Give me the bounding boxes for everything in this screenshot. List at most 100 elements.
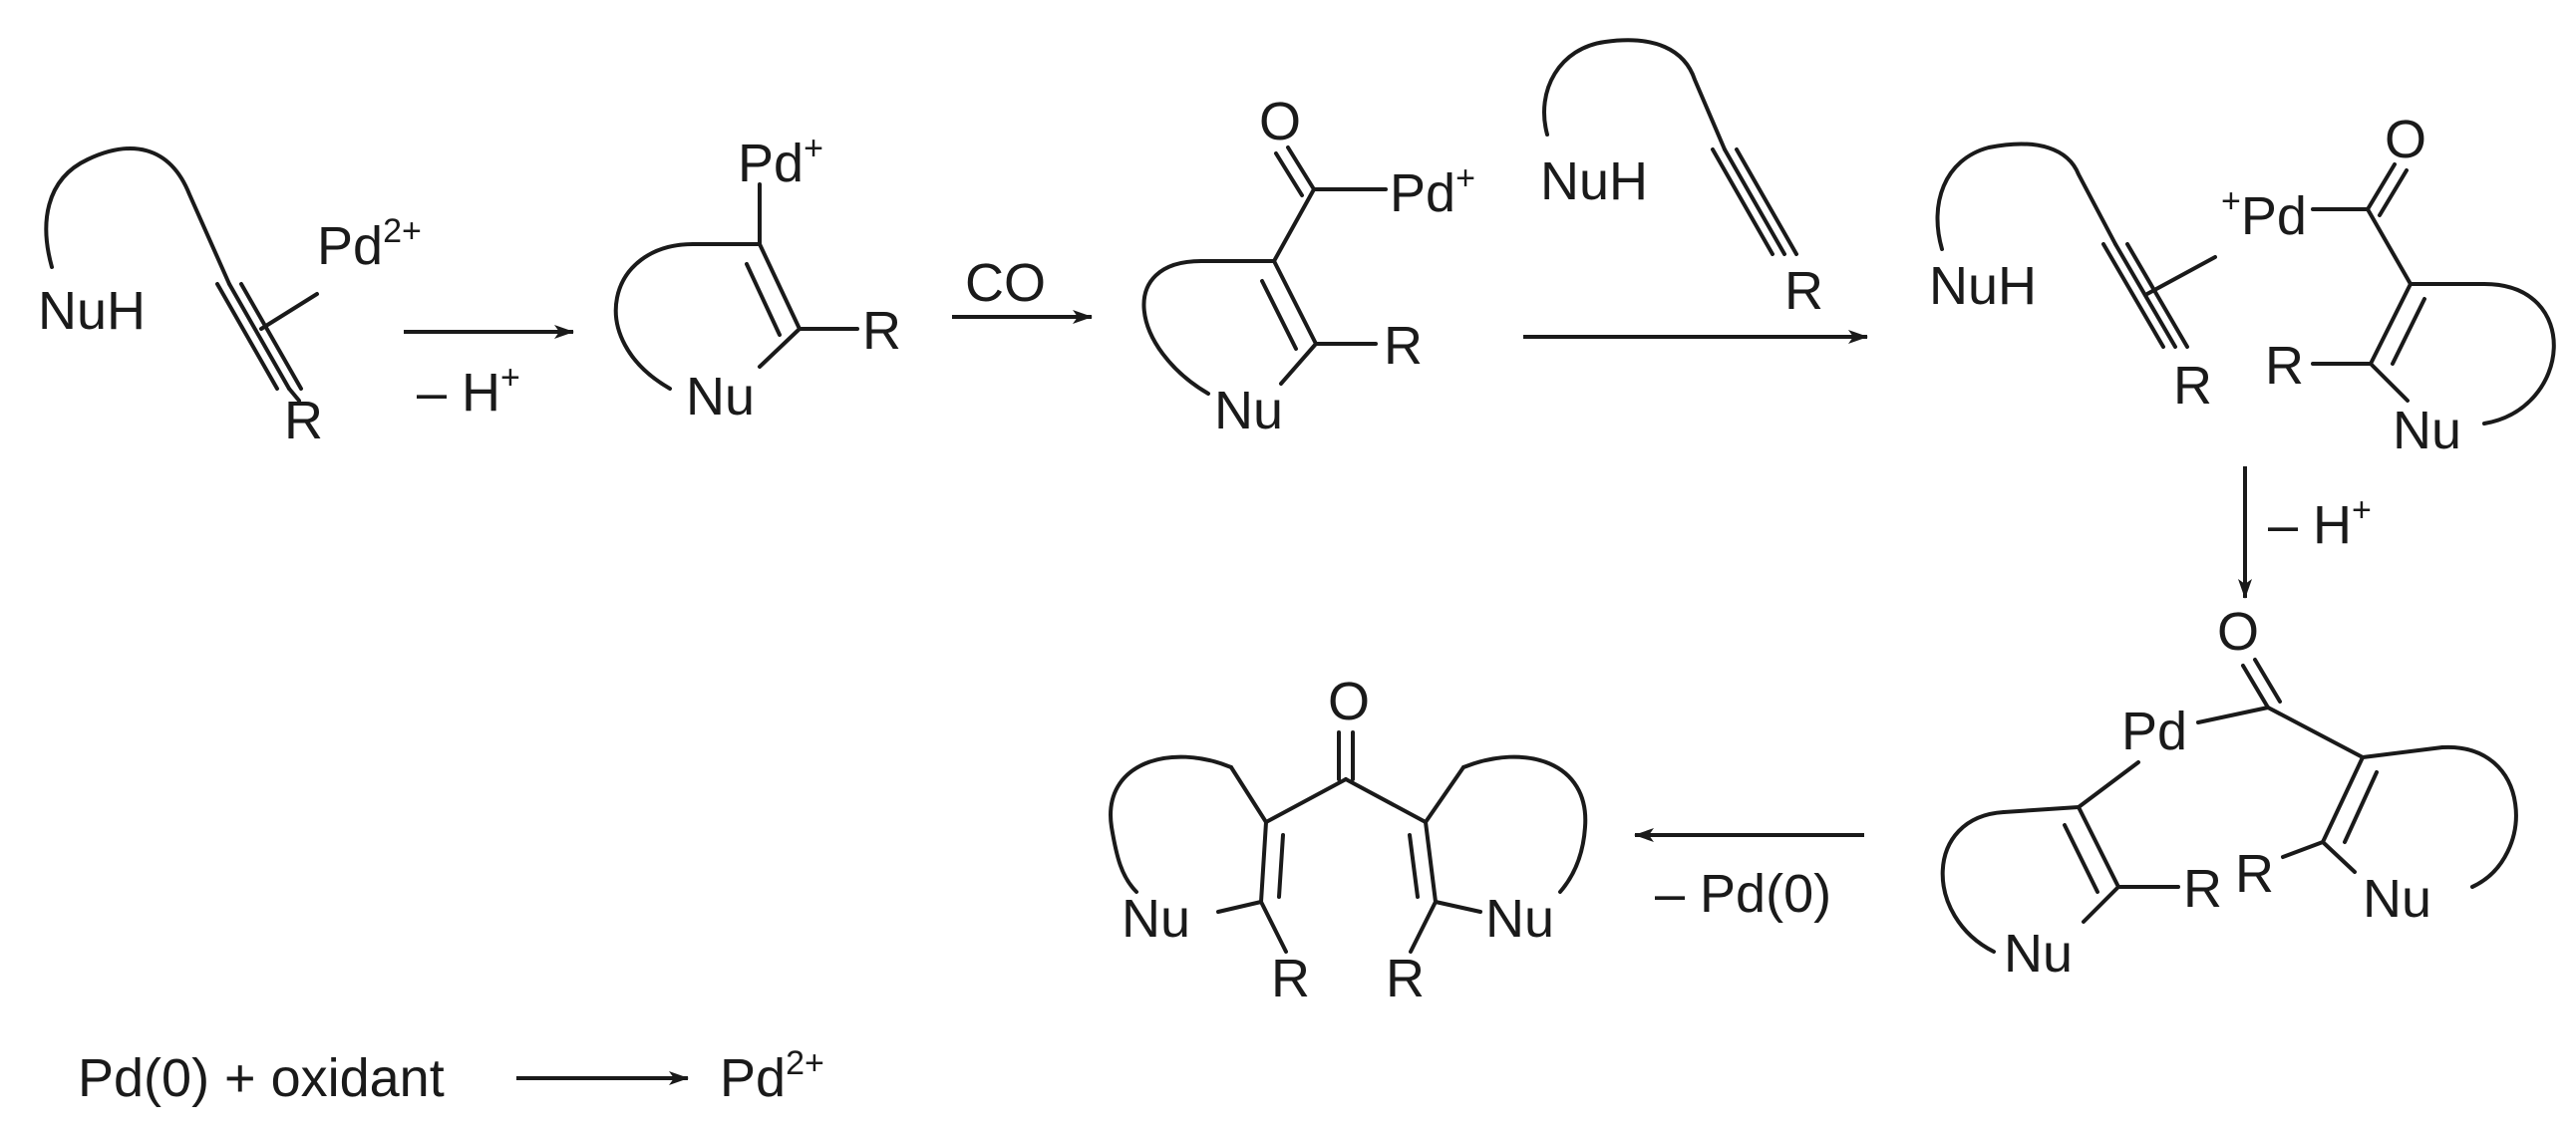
cc-double-bond-1 <box>758 242 802 331</box>
c-c-right-bond <box>1344 777 1428 824</box>
ring-tether <box>2482 282 2556 426</box>
pd-label: Pd <box>2121 702 2187 761</box>
cc-double-bond-2 <box>745 262 782 337</box>
co-double-bond-1 <box>2366 162 2397 211</box>
nuh-label: NuH <box>1540 151 1648 211</box>
regeneration-reactants: Pd(0) + oxidant <box>78 1048 445 1108</box>
co-double-bond-2 <box>2253 658 2282 704</box>
pd-label: Pd2+ <box>317 212 422 276</box>
pd-label: Pd+ <box>1390 159 1475 223</box>
co-double-bond-1 <box>2241 664 2270 709</box>
ring-tether <box>613 242 695 391</box>
c-c-left-bond <box>1264 777 1348 824</box>
nuh-label: NuH <box>1929 256 2037 316</box>
plus-charge: + <box>500 359 520 397</box>
arrow-label-minus-h: – H+ <box>417 359 520 423</box>
structure-second-alkyne: NuH R <box>1540 38 1823 321</box>
r-label: R <box>2173 356 2212 416</box>
nu-label: Nu <box>686 367 755 426</box>
c-nu-bond <box>1216 900 1263 914</box>
pd-charge: + <box>2221 182 2241 220</box>
r-label: R <box>2183 859 2222 919</box>
tether-bond <box>1935 142 2117 251</box>
c-c-bond <box>1272 187 1316 263</box>
arrow-label-minus-pd0: – Pd(0) <box>1655 864 1831 924</box>
o-label: O <box>2217 602 2259 662</box>
pd-symbol: Pd <box>738 134 804 193</box>
c-nu-bond <box>1434 900 1482 914</box>
structure-bisvinyl-acyl-palladium: Pd O R Nu R Nu <box>1940 602 2518 984</box>
co-double-bond-2 <box>1274 151 1304 197</box>
ring-ch2-bond <box>1229 765 1268 824</box>
c-nu-bond <box>1279 342 1318 386</box>
cc-double-bond-1 <box>1272 259 1318 346</box>
cc-double-bond-2 <box>2343 770 2379 844</box>
acyl-c-c-bond <box>2266 706 2365 759</box>
cc-double-bond-1 <box>1424 820 1438 904</box>
cc-double-bond-1 <box>1259 820 1268 904</box>
cc-double-bond-2 <box>2391 297 2426 366</box>
r-label: R <box>1384 316 1423 376</box>
ring-tether <box>1141 259 1210 396</box>
co-double-bond-1 <box>1286 145 1316 191</box>
ring-tether <box>1940 810 2006 954</box>
pd-label: Pd+ <box>738 130 823 193</box>
catalyst-regeneration: Pd(0) + oxidant Pd2+ <box>78 1044 824 1108</box>
pd-symbol: Pd <box>2241 186 2307 246</box>
pd-charge: + <box>804 130 823 167</box>
arrow-label-minus-h: – H+ <box>2268 491 2372 555</box>
pd-label: +Pd <box>2221 182 2307 246</box>
nu-label: Nu <box>1214 381 1283 440</box>
pd-charge: 2+ <box>786 1044 824 1082</box>
pd-symbol: Pd <box>1390 163 1455 223</box>
cc-double-bond-2 <box>1260 279 1298 351</box>
cc-double-bond-1 <box>2369 282 2413 366</box>
pd-charge: 2+ <box>383 212 422 250</box>
alkyne-triple-bond <box>215 282 303 391</box>
r-label: R <box>1784 261 1823 321</box>
r-label: R <box>1386 949 1425 1008</box>
pd-coordination-bond <box>2143 255 2217 297</box>
pd-charge: + <box>1455 159 1475 197</box>
tether-bond <box>1542 38 1727 151</box>
c-r-bond <box>1259 900 1288 954</box>
tether-bond <box>44 146 231 286</box>
c-r-bond <box>2281 840 2325 859</box>
minus-h-text: – H <box>417 363 500 423</box>
cc-double-bond-2 <box>1277 833 1285 899</box>
pd-coordination-bond <box>259 292 319 331</box>
co-double-bond-2 <box>2378 168 2409 217</box>
ring-ch2-bond <box>2002 805 2081 814</box>
ring-tether <box>1109 754 1233 894</box>
o-label: O <box>1259 92 1301 151</box>
ring-tether <box>2440 744 2518 889</box>
pd-vinyl-bond <box>2077 760 2140 809</box>
structure-divinyl-ketone-product: O Nu R Nu R <box>1109 672 1588 1008</box>
cc-double-bond-2 <box>2063 823 2099 894</box>
nu-label: Nu <box>2363 869 2431 929</box>
structure-acyl-palladium: O Pd+ R Nu <box>1141 92 1475 440</box>
structure-alkyne-acyl-pd-complex: NuH R +Pd O R Nu <box>1929 110 2556 460</box>
alkyne-r-bond <box>287 387 301 403</box>
r-label: R <box>862 301 901 361</box>
regeneration-product: Pd2+ <box>720 1044 824 1108</box>
pd-c-acyl-bond <box>2196 706 2270 724</box>
structure-alkyne-pd-complex: NuH Pd2+ R <box>38 146 422 450</box>
c-nu-bond <box>2369 362 2410 403</box>
nu-label: Nu <box>2004 924 2073 984</box>
r-label: R <box>284 391 323 450</box>
c-nu-bond <box>2082 885 2120 924</box>
cc-double-bond-2 <box>1408 833 1420 899</box>
c-nu-bond <box>758 327 802 369</box>
pd-symbol: Pd <box>720 1048 786 1108</box>
o-label: O <box>1328 672 1370 731</box>
c-nu-bond <box>2321 840 2357 874</box>
arrow-step-1: – H+ <box>404 325 574 423</box>
plus-charge: + <box>2352 491 2372 529</box>
arrow-step-4: – H+ <box>2238 466 2372 599</box>
c-r-bond <box>1409 900 1438 954</box>
nu-label: Nu <box>2393 401 2461 460</box>
o-label: O <box>2385 110 2426 169</box>
cc-double-bond-1 <box>2321 755 2365 844</box>
